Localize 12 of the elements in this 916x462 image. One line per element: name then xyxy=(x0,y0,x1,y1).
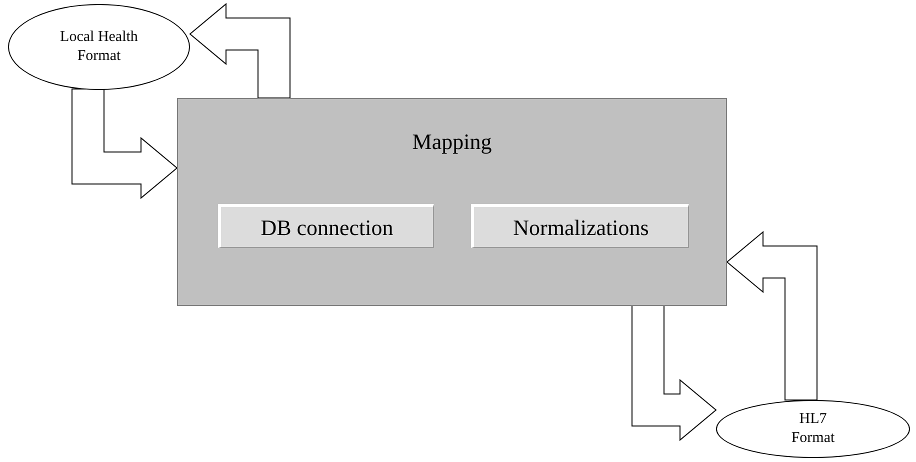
module-box xyxy=(471,204,689,248)
node-label: DB connection xyxy=(260,214,394,242)
node-label: Normalizations xyxy=(513,214,649,242)
node-label: HL7 Format xyxy=(790,410,836,448)
node-label: Local Health Format xyxy=(59,28,139,66)
node-label: Mapping xyxy=(412,128,492,156)
mapping-panel xyxy=(177,98,727,306)
block-arrow xyxy=(189,2,290,98)
block-arrow xyxy=(72,88,178,200)
block-arrow xyxy=(632,304,717,442)
module-box xyxy=(218,204,434,248)
block-arrow xyxy=(726,230,818,400)
